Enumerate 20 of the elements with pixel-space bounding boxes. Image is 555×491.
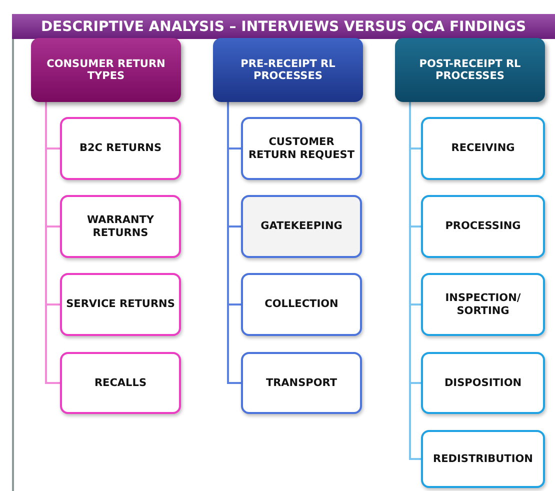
process-box: PROCESSING (421, 195, 545, 258)
process-box: TRANSPORT (241, 352, 362, 414)
process-box: RECALLS (60, 352, 181, 414)
category-header: PRE-RECEIPT RL PROCESSES (213, 38, 363, 102)
connector-line (227, 102, 241, 384)
process-box: INSPECTION/ SORTING (421, 273, 545, 336)
process-box: DISPOSITION (421, 352, 545, 414)
process-box: COLLECTION (241, 273, 362, 336)
connector-line (409, 102, 421, 460)
process-box: SERVICE RETURNS (60, 273, 181, 336)
title-banner: DESCRIPTIVE ANALYSIS – INTERVIEWS VERSUS QCA FINDINGS (12, 14, 555, 39)
connector-line (45, 102, 60, 384)
category-header: POST-RECEIPT RL PROCESSES (395, 38, 545, 102)
process-box: WARRANTY RETURNS (60, 195, 181, 258)
process-box: REDISTRIBUTION (421, 430, 545, 488)
category-header: CONSUMER RETURN TYPES (31, 38, 181, 102)
process-box: RECEIVING (421, 117, 545, 180)
process-box: CUSTOMER RETURN REQUEST (241, 117, 362, 180)
process-box: B2C RETURNS (60, 117, 181, 180)
process-box: GATEKEEPING (241, 195, 362, 258)
